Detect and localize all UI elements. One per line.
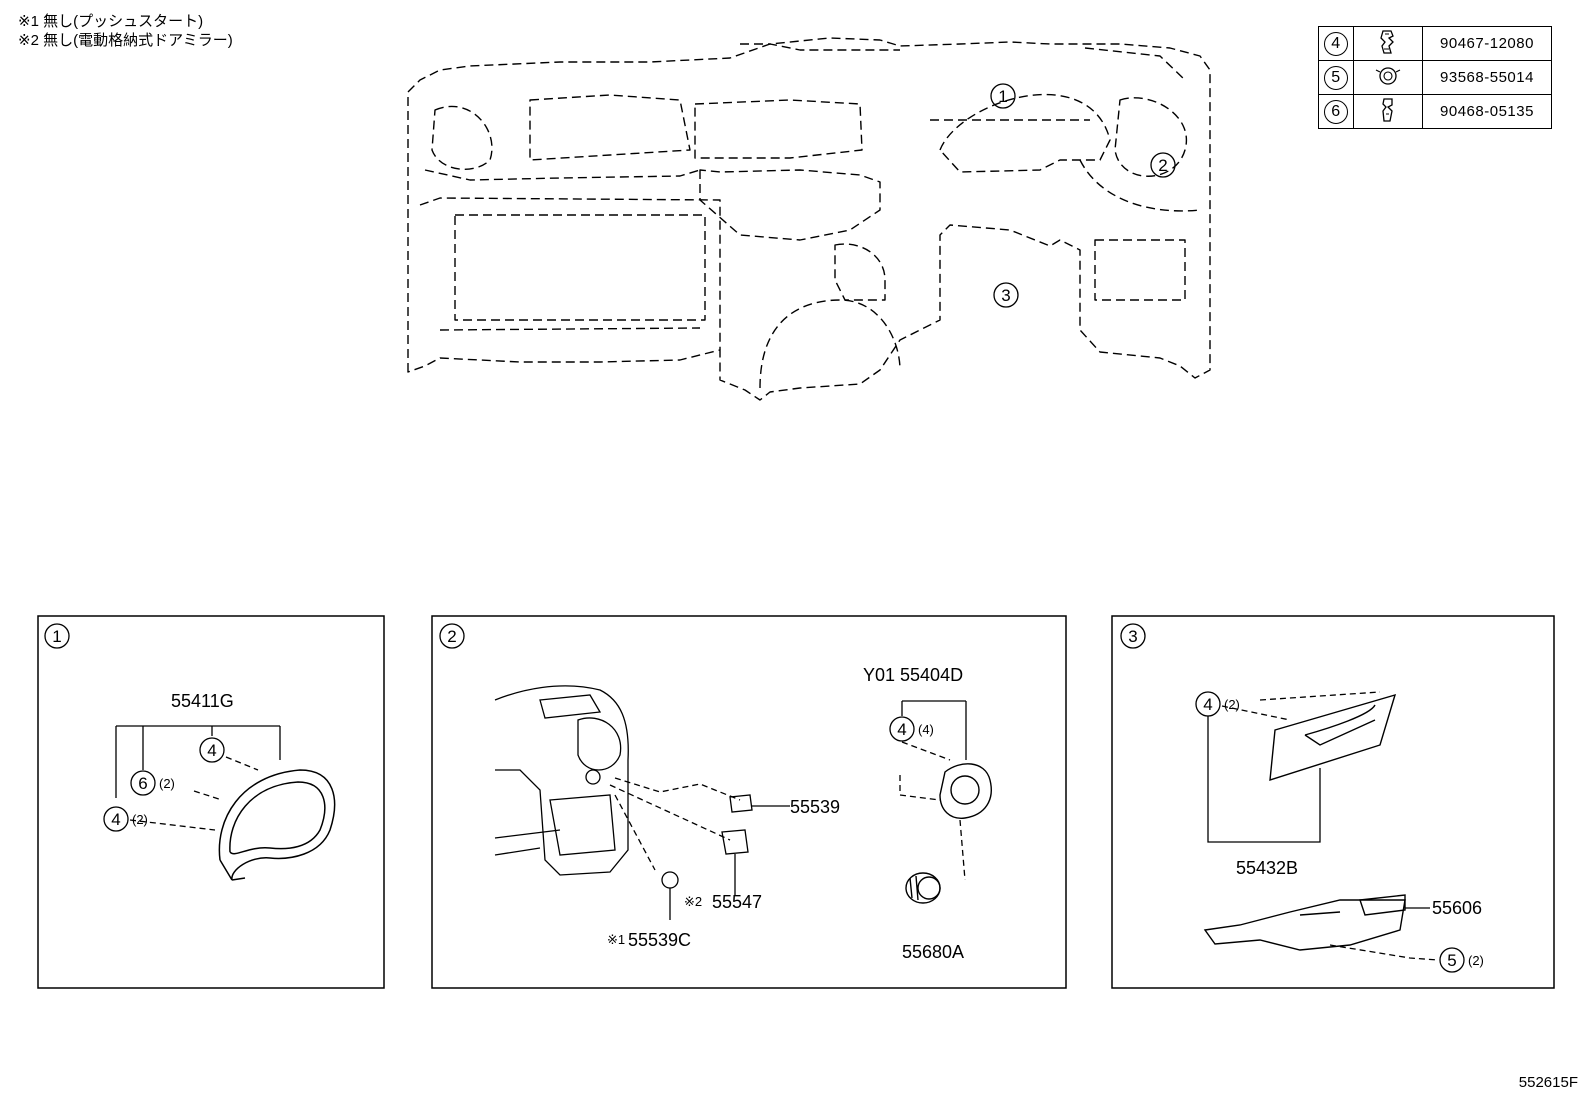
panel-1-ref: 1	[52, 627, 61, 646]
illustration-code: 552615F	[1518, 1074, 1578, 1091]
clip-icon	[1382, 97, 1393, 122]
dashboard-outline	[407, 37, 1211, 401]
svg-text:(2): (2)	[1468, 953, 1484, 968]
ref-circle: 4	[1324, 31, 1348, 56]
svg-text:※2: ※2	[684, 894, 702, 909]
note-2: ※2 無し(電動格納式ドアミラー)	[18, 32, 233, 49]
part-label-55411G: 55411G	[171, 691, 234, 711]
panel-3: 3 4 (2) 55432B 55606 5 (2)	[1111, 615, 1555, 989]
part-label-55547: 55547	[712, 892, 762, 912]
panel-2: 2 55539 ※2 55547 ※1 55539C Y01 55404D 4	[431, 615, 1067, 989]
callout-1: 1	[998, 87, 1007, 106]
callout-5-panel3: 5	[1447, 951, 1456, 970]
panel-3-ref: 3	[1128, 627, 1137, 646]
callout-2: 2	[1158, 156, 1167, 175]
panel-1: 1 55411G 4 6 (2) 4 (2)	[37, 615, 385, 989]
screw-icon	[1375, 66, 1401, 85]
callout-4-low: 4	[111, 810, 120, 829]
ref-circle: 5	[1324, 65, 1348, 90]
svg-text:(4): (4)	[918, 722, 934, 737]
clip-icon	[1380, 29, 1394, 54]
part-label-Y01-55404D: Y01 55404D	[863, 665, 963, 685]
ref-circle: 6	[1324, 99, 1348, 124]
part-55539C-drawing	[661, 871, 679, 889]
part-label-55539: 55539	[790, 797, 840, 817]
svg-text:(2): (2)	[132, 812, 148, 827]
parts-table: 4 90467-12080 5 93568-55014 6 904	[1318, 26, 1552, 129]
part-number: 93568-55014	[1422, 60, 1552, 95]
callout-3: 3	[1001, 286, 1010, 305]
svg-text:(2): (2)	[159, 776, 175, 791]
part-number: 90468-05135	[1422, 94, 1552, 129]
part-label-55432B: 55432B	[1236, 858, 1298, 878]
table-row: 5 93568-55014	[1318, 60, 1552, 95]
cover-55432B-drawing	[1269, 693, 1397, 781]
note-1: ※1 無し(プッシュスタート)	[18, 13, 204, 30]
part-label-55606: 55606	[1432, 898, 1482, 918]
callout-4-panel2: 4	[897, 720, 906, 739]
notes: ※1 無し(プッシュスタート) ※2 無し(電動格納式ドアミラー)	[18, 12, 233, 50]
meter-hood-drawing	[218, 769, 336, 881]
switch-55547-drawing	[721, 829, 749, 855]
part-label-55539C: 55539C	[628, 930, 691, 950]
part-label-55680A: 55680A	[902, 942, 964, 962]
switch-55539-drawing	[729, 794, 753, 813]
svg-text:※1: ※1	[607, 932, 625, 947]
panel-2-ref: 2	[447, 627, 456, 646]
callout-6: 6	[138, 774, 147, 793]
main-callouts: 1 2 3	[990, 83, 1176, 308]
table-row: 6 90468-05135	[1318, 94, 1552, 129]
bracket-55606-drawing	[1203, 894, 1406, 951]
callout-4-top: 4	[207, 741, 216, 760]
dash-section-drawing	[494, 685, 629, 876]
register-55404D-drawing	[939, 763, 992, 819]
callout-4-panel3: 4	[1203, 695, 1212, 714]
register-55680A-drawing	[905, 872, 941, 904]
